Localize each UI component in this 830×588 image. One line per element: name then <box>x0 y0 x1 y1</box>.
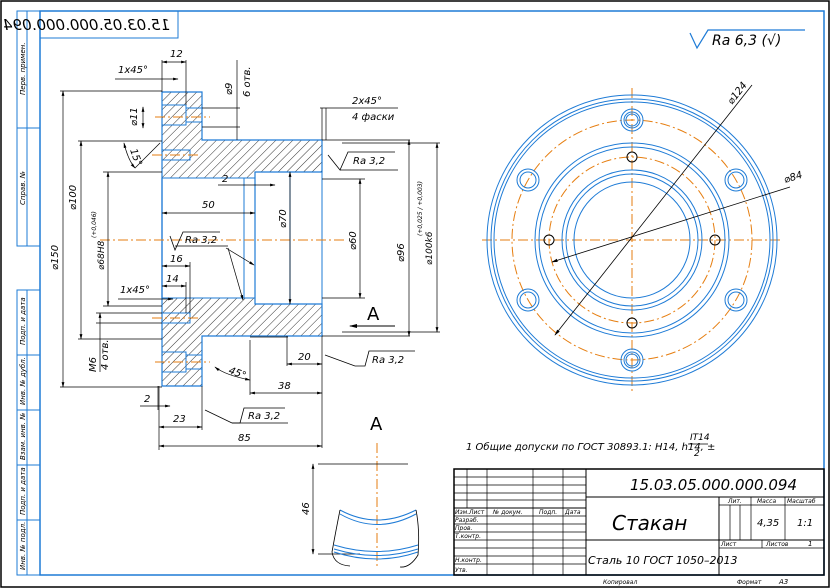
svg-text:Ra 3,2: Ra 3,2 <box>248 411 280 422</box>
dim-4-chamfers: 4 фаски <box>352 112 395 123</box>
roughness-right: Ra 3,2 <box>324 350 415 367</box>
dim-d70: ⌀70 <box>278 209 289 228</box>
dim-d100k6: ⌀100k6 <box>425 231 435 265</box>
dim-2: 2 <box>222 174 228 185</box>
dim-d68-tol: (+0,046) <box>91 211 98 238</box>
note-1: 1 Общие допуски по ГОСТ 30893.1: H14, h1… <box>466 441 715 453</box>
global-roughness: Ra 6,3 (√) <box>689 29 805 50</box>
dim-38: 38 <box>278 381 291 392</box>
dim-14: 14 <box>166 274 179 285</box>
format-label: Формат <box>737 579 762 586</box>
roughness-inner: Ra 3,2 <box>169 231 255 301</box>
role-label: Пров. <box>455 525 473 532</box>
roughness-bottom: Ra 3,2 <box>204 407 288 424</box>
dim-46: 46 <box>301 502 312 515</box>
rotated-stamp-box <box>39 10 179 39</box>
left-margin: Перв. примен. Справ. № Подп. и дата Инв.… <box>16 10 41 576</box>
sheet-label: Лист <box>720 541 737 548</box>
col-header: № докум. <box>492 509 523 516</box>
note-frac-den: 2 <box>694 449 700 459</box>
dim-6-holes: 6 отв. <box>242 66 253 97</box>
role-label: Т.контр. <box>455 533 481 540</box>
mass-label: Масса <box>757 498 776 505</box>
detail-title: A <box>370 414 383 435</box>
col-header: Дата <box>564 509 581 516</box>
tech-notes: 1 Общие допуски по ГОСТ 30893.1: H14, h1… <box>466 433 715 459</box>
designation: 15.03.05.000.000.094 <box>630 476 797 494</box>
role-label: Разраб. <box>455 517 479 524</box>
dim-chamfer-2x45: 2x45° <box>352 96 382 107</box>
dim-d96: ⌀96 <box>396 243 407 262</box>
svg-text:Ra 3,2: Ra 3,2 <box>185 235 217 246</box>
dim-d68: ⌀68H8 <box>97 240 107 270</box>
dim-d150: ⌀150 <box>50 245 61 270</box>
dim-4-holes: 4 отв. <box>100 339 111 370</box>
margin-label: Подп. и дата <box>19 467 27 515</box>
title-block: Изм. Лист № докум. Подп. Дата Разраб. Пр… <box>453 468 825 586</box>
dim-50: 50 <box>202 200 215 211</box>
dim-d100: ⌀100 <box>68 185 79 210</box>
section-view: 12 1x45° ⌀11 ⌀9 6 отв. 15° ⌀150 ⌀100 ⌀68… <box>50 49 440 450</box>
dim-d11: ⌀11 <box>129 107 140 126</box>
dim-16: 16 <box>170 254 183 265</box>
dim-d100k6-tol: (+0,025 / +0,003) <box>417 181 424 236</box>
role-label: Утв. <box>455 567 468 574</box>
dim-chamfer-top: 1x45° <box>118 65 148 76</box>
sheets-value: 1 <box>808 540 812 548</box>
margin-label: Перв. примен. <box>19 42 27 95</box>
mass-value: 4,35 <box>757 518 779 529</box>
bolt-holes <box>516 108 748 372</box>
rotated-stamp: 15.03.05.000.000.094 <box>3 16 170 34</box>
dim-d84: ⌀84 <box>783 170 804 186</box>
dim-20: 20 <box>298 352 311 363</box>
dim-2-bottom: 2 <box>144 394 150 405</box>
dim-chamfer-bottom: 1x45° <box>120 285 150 296</box>
threaded-holes <box>543 151 721 329</box>
margin-label: Инв. № подл. <box>19 522 27 570</box>
dim-m6: M6 <box>88 357 99 372</box>
margin-label: Инв. № дубл. <box>19 357 27 405</box>
col-header: Лист <box>468 509 485 516</box>
margin-label: Взам. инв. № <box>19 412 27 460</box>
material: Сталь 10 ГОСТ 1050–2013 <box>588 554 738 567</box>
dim-angle-15: 15° <box>127 147 143 167</box>
copied-label: Копировал <box>603 579 637 586</box>
dim-23: 23 <box>173 414 186 425</box>
roughness-top: Ra 3,2 <box>327 151 398 171</box>
dim-angle-45: 45° <box>227 365 247 381</box>
margin-label: Подп. и дата <box>19 297 27 345</box>
view-marker-a: A <box>367 304 380 325</box>
scale-value: 1:1 <box>797 518 813 529</box>
front-view: ⌀124 ⌀84 <box>482 80 804 392</box>
note-frac-num: IT14 <box>690 433 710 443</box>
scale-label: Масштаб <box>787 498 816 505</box>
role-label: Н.контр. <box>455 557 482 564</box>
lit-label: Лит. <box>727 498 742 505</box>
svg-text:Ra 3,2: Ra 3,2 <box>372 355 404 366</box>
detail-view-a: A 46 <box>301 414 420 568</box>
dim-85: 85 <box>238 433 251 444</box>
col-header: Подп. <box>539 509 557 516</box>
dim-12: 12 <box>170 49 183 60</box>
part-name: Стакан <box>612 511 687 535</box>
svg-text:Ra 6,3 (√): Ra 6,3 (√) <box>712 33 781 49</box>
dim-d9: ⌀9 <box>224 83 235 95</box>
sheets-label: Листов <box>765 541 789 548</box>
margin-label: Справ. № <box>19 171 27 205</box>
svg-text:Ra 3,2: Ra 3,2 <box>353 156 385 167</box>
dim-d60: ⌀60 <box>348 231 359 250</box>
format-value: A3 <box>778 578 788 586</box>
col-header: Изм. <box>455 509 469 516</box>
